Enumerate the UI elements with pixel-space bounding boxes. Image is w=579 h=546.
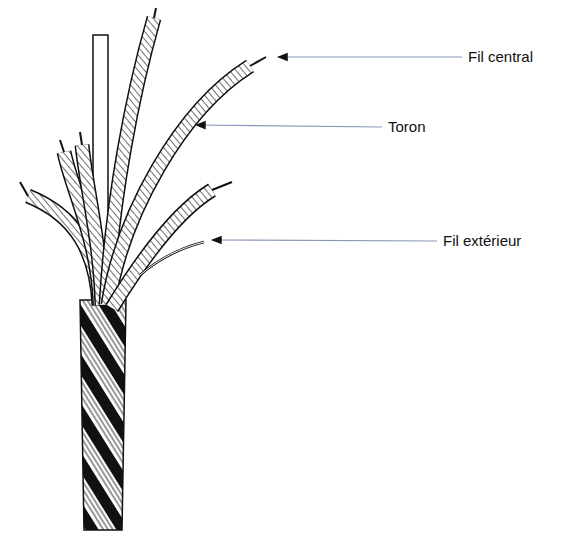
part-label: Fil central: [468, 48, 533, 66]
strand-core-wire: [60, 140, 64, 152]
strand-core-wire: [154, 8, 156, 18]
leader-line: [278, 56, 462, 57]
strand-outline: [112, 190, 212, 308]
strand: [82, 145, 102, 305]
leader-line: [212, 240, 437, 241]
strand-core-wire: [20, 182, 28, 196]
strand: [112, 190, 212, 308]
outer-wire: [140, 242, 204, 275]
strand-outline: [82, 145, 102, 305]
strands: [20, 8, 266, 308]
leader-line: [196, 125, 382, 127]
part-label: Toron: [388, 118, 426, 136]
outer-wire-fill: [140, 242, 204, 275]
strand-core-wire: [80, 132, 82, 145]
strand-core-wire: [212, 182, 232, 190]
rope-body: [80, 300, 126, 530]
strand-core-wire: [250, 57, 266, 66]
part-label: Fil extérieur: [443, 232, 521, 250]
